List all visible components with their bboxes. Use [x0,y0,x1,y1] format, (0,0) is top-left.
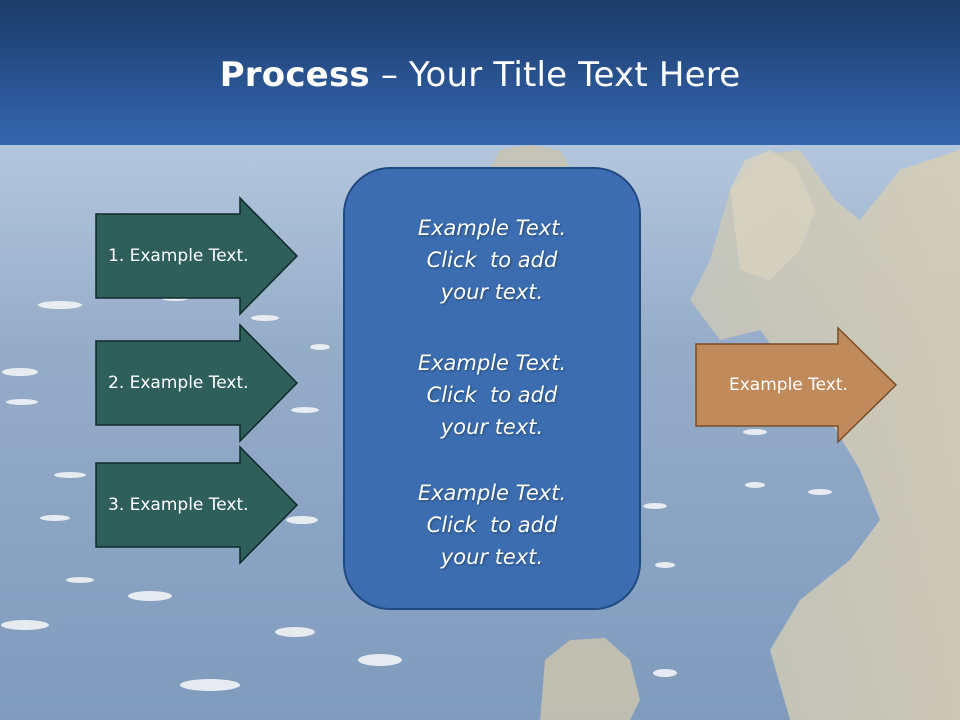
center-paragraph-3: Example Text. Click to add your text. [344,477,640,573]
center-process-box [343,167,641,610]
center-paragraph-1-line-2: Click to add [426,248,558,272]
output-arrow [695,326,898,444]
center-paragraph-2: Example Text. Click to add your text. [344,347,640,443]
output-arrow-label: Example Text. [729,375,848,395]
center-paragraph-1-line-3: your text. [440,280,544,304]
slide-title: Process – Your Title Text Here [0,52,960,98]
input-arrow-3-label: 3. Example Text. [108,495,249,515]
center-paragraph-1: Example Text. Click to add your text. [344,212,640,308]
center-paragraph-2-line-3: your text. [440,415,544,439]
center-paragraph-2-line-1: Example Text. [417,351,567,375]
input-arrow-3 [95,445,299,565]
title-rest-part: – Your Title Text Here [369,55,741,95]
title-bar [0,0,960,145]
center-paragraph-1-line-1: Example Text. [417,216,567,240]
center-paragraph-3-line-3: your text. [440,545,544,569]
title-bold-part: Process [219,55,370,95]
input-arrow-2 [95,323,299,443]
center-paragraph-3-line-1: Example Text. [417,481,567,505]
input-arrow-1-label: 1. Example Text. [108,246,249,266]
center-paragraph-2-line-2: Click to add [426,383,558,407]
input-arrow-2-label: 2. Example Text. [108,373,249,393]
center-paragraph-3-line-2: Click to add [426,513,558,537]
input-arrow-1 [95,196,299,316]
